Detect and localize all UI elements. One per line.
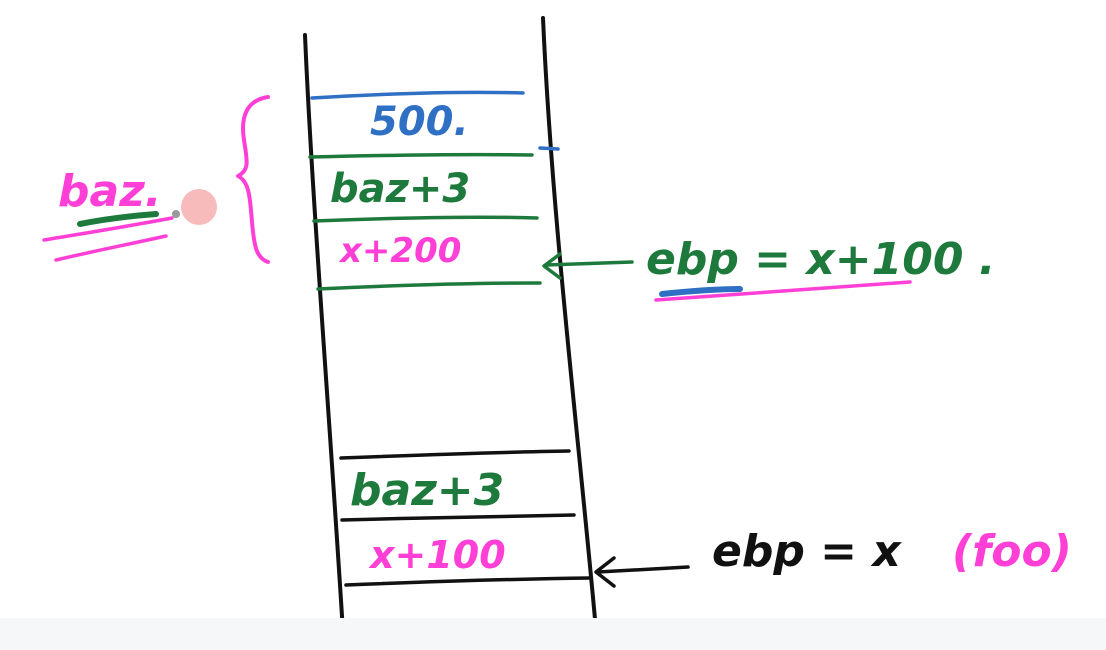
upper-divider-blue	[310, 90, 525, 100]
lower-ebp-arrow	[594, 556, 690, 588]
baz-underline-magenta-2	[54, 234, 168, 262]
lower-divider-3	[344, 576, 592, 587]
lower-frame-dividers	[339, 449, 592, 587]
baz-frame-label: baz.	[58, 166, 162, 217]
upper-frame-dividers	[308, 90, 560, 291]
ebp-upper-label: ebp = x+100 .	[646, 234, 995, 285]
lower-divider-2	[340, 513, 576, 522]
bottom-toolbar-strip	[0, 618, 1106, 650]
slot-upper-saved-ebp: x+200	[338, 231, 461, 271]
stack-right-wall	[541, 16, 598, 632]
stack-left-wall	[303, 33, 346, 650]
pointer-cursor-dot	[181, 189, 217, 225]
slot-upper-return: baz+3	[330, 166, 470, 212]
upper-divider-green-1	[308, 152, 534, 159]
upper-divider-blue-tick	[538, 146, 560, 151]
upper-divider-green-3	[316, 281, 542, 291]
upper-ebp-arrow	[542, 252, 634, 280]
slot-lower-return: baz+3	[350, 465, 504, 516]
ebp-upper-underline-blue	[659, 286, 743, 297]
ebp-upper-underline-magenta	[654, 280, 912, 302]
stack-outline	[303, 16, 598, 650]
lower-divider-1	[339, 449, 571, 460]
slot-lower-saved-ebp: x+100	[368, 533, 506, 577]
baz-underline-magenta-1	[42, 216, 174, 242]
slot-top-value: 500.	[370, 99, 469, 145]
ebp-lower-label: ebp = x	[712, 526, 902, 577]
pointer-cursor-tip	[172, 210, 180, 218]
foo-note: (foo)	[952, 526, 1072, 577]
upper-divider-green-2	[312, 215, 539, 223]
frame-brace	[236, 95, 270, 264]
baz-underline-green	[77, 211, 159, 227]
